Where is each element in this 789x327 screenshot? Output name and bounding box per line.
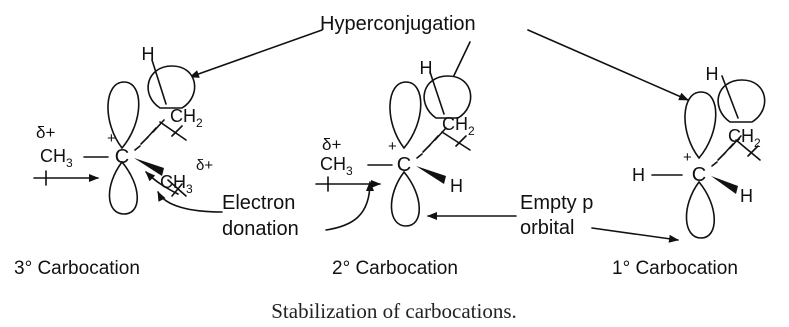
right-ch3-bond-tick [171,183,183,197]
ch2-bond-tick [747,145,759,157]
left-ch3-group: CH3 [320,154,353,178]
primary-name: 1° Carbocation [612,258,738,279]
wedge-bond [416,166,446,184]
left-delta-plus: δ+ [322,135,341,154]
figure-caption: Stabilization of carbocations. [271,299,517,323]
wedge-bond [134,158,164,176]
hashed-bond [711,135,742,167]
electron-donation-arrow-local [145,171,179,195]
p-orbital-lower-lobe [390,170,420,227]
p-orbital-upper-lobe [389,81,422,150]
orbital-label: orbital [520,217,574,239]
secondary-carbocation: H CH2 + C δ+ CH3 H 2° Carbocation [315,58,475,279]
sigma-orbital-loop [717,79,766,123]
sigma-orbital-loop [423,75,472,119]
c-h-bond [721,75,739,119]
empty-p-label: Empty p [520,192,593,214]
c-h-bond [429,71,445,115]
ch2-bond [441,131,471,151]
p-orbital-upper-lobe [107,81,140,150]
electron-donation-arrow-left [157,191,223,213]
wedge-bond [711,176,738,194]
right-hydrogen: H [740,186,753,206]
p-orbital-lower-lobe [108,160,138,215]
central-carbon: C [692,164,706,186]
tertiary-name: 3° Carbocation [14,258,140,279]
top-ch2-group: CH2 [442,114,475,138]
electron-donation-arrow-right [325,181,374,231]
left-hydrogen: H [632,165,645,185]
right-hydrogen: H [450,176,463,196]
right-ch3-bond [167,179,187,197]
top-hydrogen: H [420,58,433,78]
top-ch2-group: CH2 [728,126,761,150]
hashed-bond [416,127,447,159]
top-ch2-group: CH2 [170,106,203,130]
ch2-bond-tick [455,135,467,147]
p-orbital-lower-lobe [685,180,716,239]
positive-charge: + [107,130,116,147]
hyperconjugation-arrow-3 [527,29,689,101]
empty-orbital-arrow-right [591,227,679,243]
positive-charge: + [388,138,397,155]
p-orbital-upper-lobe [684,91,717,160]
sigma-orbital-loop [147,65,196,109]
hyperconjugation-label: Hyperconjugation [320,13,476,35]
hyperconjugation-arrow-1 [189,29,323,78]
donation-label: donation [222,218,299,240]
primary-carbocation: H CH2 + C H H 1° Carbocation [612,64,766,279]
left-delta-plus: δ+ [36,123,55,142]
c-h-bond [151,59,167,105]
secondary-name: 2° Carbocation [332,258,458,279]
central-carbon: C [115,146,129,168]
top-hydrogen: H [706,64,719,84]
central-carbon: C [397,154,411,176]
electron-label: Electron [222,192,295,214]
right-delta-plus: δ+ [196,157,213,174]
tertiary-carbocation: H CH2 + C δ+ CH3 CH3 δ+ 3° Carbocation [14,44,213,279]
left-ch3-group: CH3 [40,146,73,170]
top-hydrogen: H [142,44,155,64]
ch2-bond [735,139,761,161]
ch2-bond [159,121,187,141]
ch2-bond-tick [171,125,183,137]
positive-charge: + [683,149,692,166]
hashed-bond [134,119,165,151]
